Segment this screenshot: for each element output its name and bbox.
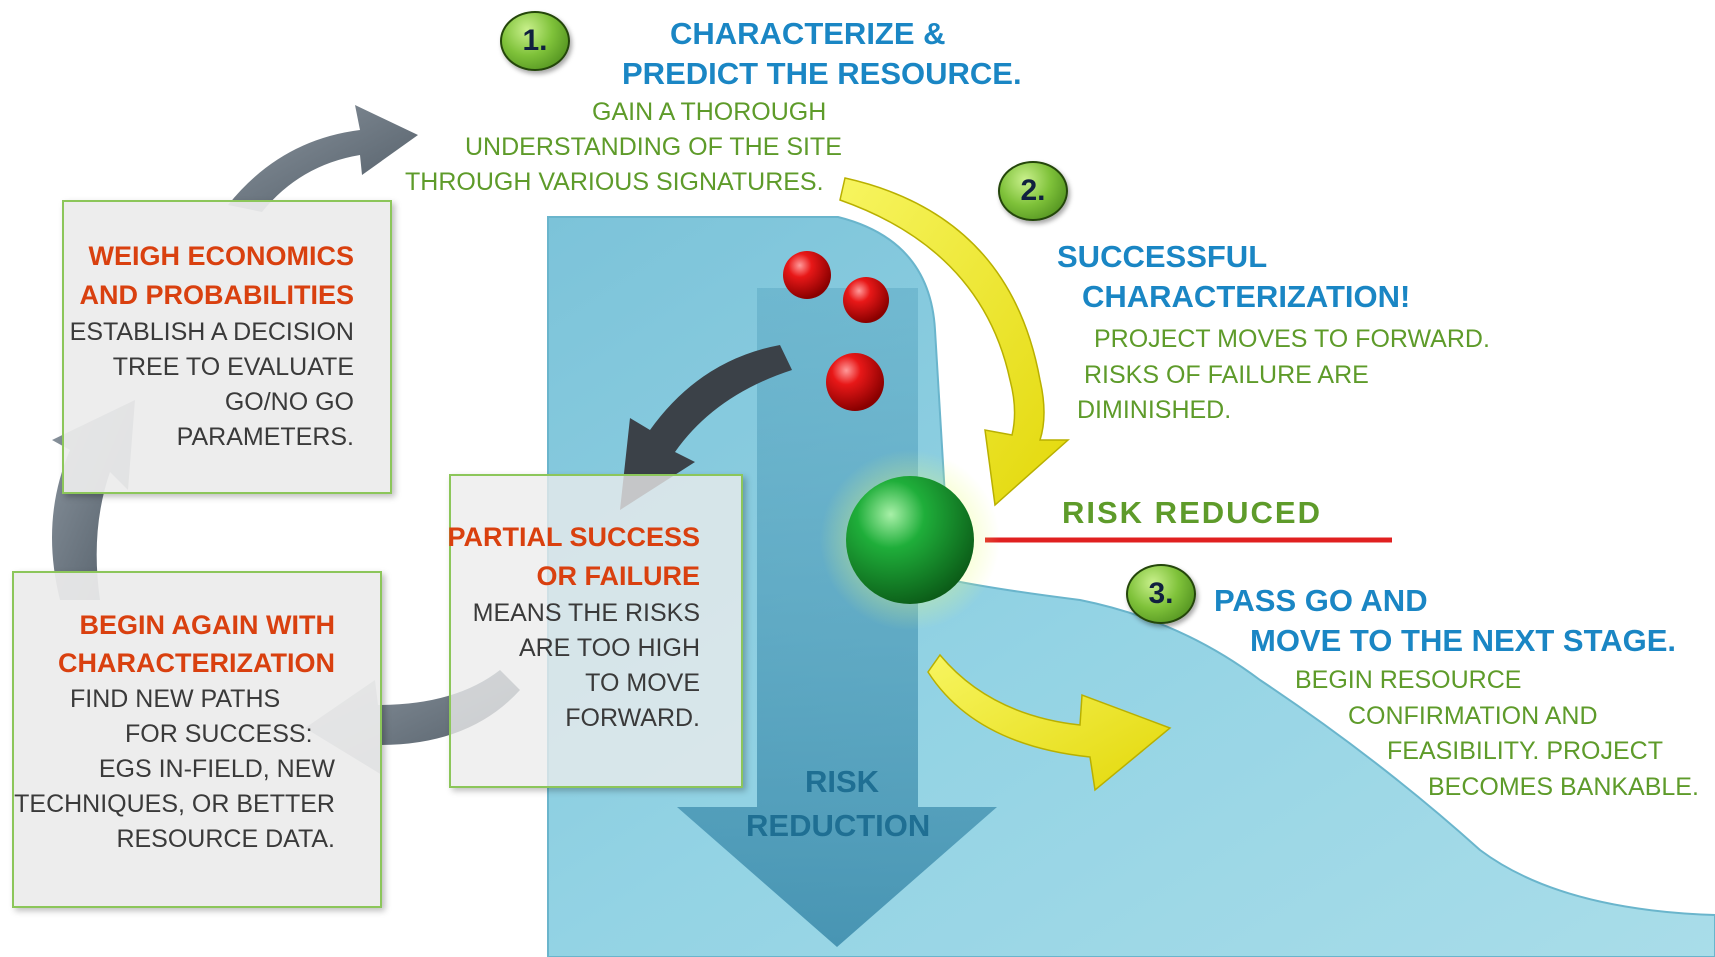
step-1-body-line-2: UNDERSTANDING OF THE SITE [465,133,842,161]
partial-title-line-2: OR FAILURE [536,561,700,591]
yellow-arrow-to-step3 [927,653,1172,792]
dark-arrow-to-partial [620,345,792,510]
partial-body-line-1: MEANS THE RISKS [472,599,700,627]
green-ball [846,476,974,604]
step-2-body-line-2: RISKS OF FAILURE ARE [1084,361,1369,389]
step-2-body-line-1: PROJECT MOVES TO FORWARD. [1094,325,1490,353]
step-3-title-line-1: PASS GO AND [1214,583,1428,618]
partial-body-line-3: TO MOVE [585,669,700,697]
begin-body-line-3: EGS IN-FIELD, NEW [98,755,335,783]
step-1-title-line-1: CHARACTERIZE & [670,16,946,51]
red-ball [783,251,831,299]
step-3-body-line-3: FEASIBILITY. PROJECT [1387,737,1664,765]
step-1-body-line-1: GAIN A THOROUGH [592,98,827,126]
begin-body-line-5: RESOURCE DATA. [116,825,335,853]
weigh-title-line-1: WEIGH ECONOMICS [88,241,354,271]
step-3-badge: 3. [1126,564,1196,624]
red-ball [826,353,884,411]
partial-success-box [449,474,743,788]
risk-reduced-label: RISK REDUCED [1062,495,1322,530]
weigh-body-line-1: ESTABLISH A DECISION [69,318,354,346]
step-3-body-line-2: CONFIRMATION AND [1348,702,1598,730]
gray-arrow-to-step1 [228,105,418,212]
step-1-body-line-3: THROUGH VARIOUS SIGNATURES. [405,168,824,196]
red-ball [843,277,889,323]
begin-body-line-2: FOR SUCCESS: [125,720,313,748]
risk-reduction-label-line-1: RISK [805,764,880,799]
partial-body-line-4: FORWARD. [565,704,700,732]
step-1-title-line-2: PREDICT THE RESOURCE. [622,56,1022,91]
step-2-title-line-1: SUCCESSFUL [1057,239,1268,274]
weigh-body-line-2: TREE TO EVALUATE [112,353,354,381]
weigh-economics-box [62,200,392,494]
begin-again-box [12,571,382,908]
step-3-body-line-1: BEGIN RESOURCE [1295,666,1522,694]
weigh-body-line-3: GO/NO GO [224,388,354,416]
partial-title-line-1: PARTIAL SUCCESS [447,522,700,552]
weigh-body-line-4: PARAMETERS. [176,423,354,451]
step-3-body-line-4: BECOMES BANKABLE. [1428,773,1699,801]
weigh-title-line-2: AND PROBABILITIES [79,280,354,310]
partial-body-line-2: ARE TOO HIGH [518,634,700,662]
step-2-title-line-2: CHARACTERIZATION! [1082,279,1411,314]
risk-reduction-label-line-2: REDUCTION [746,808,931,843]
step-3-title-line-2: MOVE TO THE NEXT STAGE. [1250,623,1677,658]
step-2-badge: 2. [998,161,1068,221]
step-1-badge: 1. [500,11,570,71]
begin-title-line-1: BEGIN AGAIN WITH [79,610,336,640]
step-2-body-line-3: DIMINISHED. [1077,396,1232,424]
begin-body-line-4: TECHNIQUES, OR BETTER [14,790,335,818]
yellow-arrow-to-step2 [839,177,1070,507]
begin-title-line-2: CHARACTERIZATION [58,648,335,678]
begin-body-line-1: FIND NEW PATHS [70,685,281,713]
